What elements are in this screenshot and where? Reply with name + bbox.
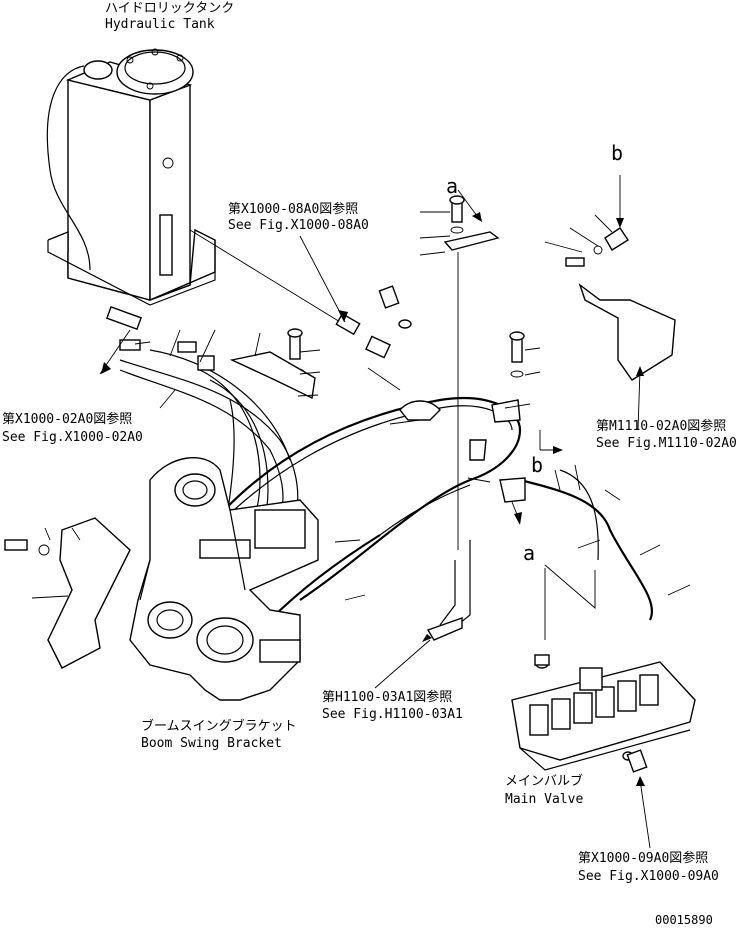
label-ref-m1110-02a0-jp: 第M1110-02A0図参照 [596, 418, 726, 434]
label-main-valve-jp: メインバルブ [505, 773, 583, 789]
label-ref-x1000-09a0-en: See Fig.X1000-09A0 [578, 869, 719, 884]
callout-b-middle: b [531, 453, 543, 477]
boom-swing-bracket [129, 456, 319, 701]
label-boom-swing-bracket-en: Boom Swing Bracket [141, 736, 282, 751]
callout-b-top: b [611, 141, 623, 165]
label-main-valve-en: Main Valve [505, 792, 583, 807]
fasteners [4, 195, 676, 669]
label-hydraulic-tank-en: Hydraulic Tank [105, 17, 215, 32]
main-valve [511, 654, 696, 773]
label-boom-swing-bracket-jp: ブームスイングブラケット [141, 718, 297, 734]
label-ref-h1100-03a1-en: See Fig.H1100-03A1 [322, 707, 463, 722]
label-ref-m1110-02a0-en: See Fig.M1110-02A0 [596, 436, 737, 451]
hoses [119, 229, 653, 636]
callout-a-top: a [446, 174, 458, 198]
hydraulic-tank [46, 48, 216, 306]
callout-a-lower: a [523, 541, 535, 565]
label-ref-x1000-08a0-jp: 第X1000-08A0図参照 [228, 201, 358, 217]
arrow-heads [101, 212, 645, 786]
label-hydraulic-tank-jp: ハイドロリックタンク [105, 1, 234, 16]
label-ref-x1000-09a0-jp: 第X1000-09A0図参照 [578, 850, 708, 866]
label-ref-h1100-03a1-jp: 第H1100-03A1図参照 [322, 689, 452, 705]
label-ref-x1000-08a0-en: See Fig.X1000-08A0 [228, 218, 369, 233]
valve-spools [529, 674, 659, 736]
drawing-number: 00015890 [655, 913, 713, 927]
label-ref-x1000-02a0-en: See Fig.X1000-02A0 [2, 430, 143, 445]
label-ref-x1000-02a0-jp: 第X1000-02A0図参照 [2, 411, 132, 427]
